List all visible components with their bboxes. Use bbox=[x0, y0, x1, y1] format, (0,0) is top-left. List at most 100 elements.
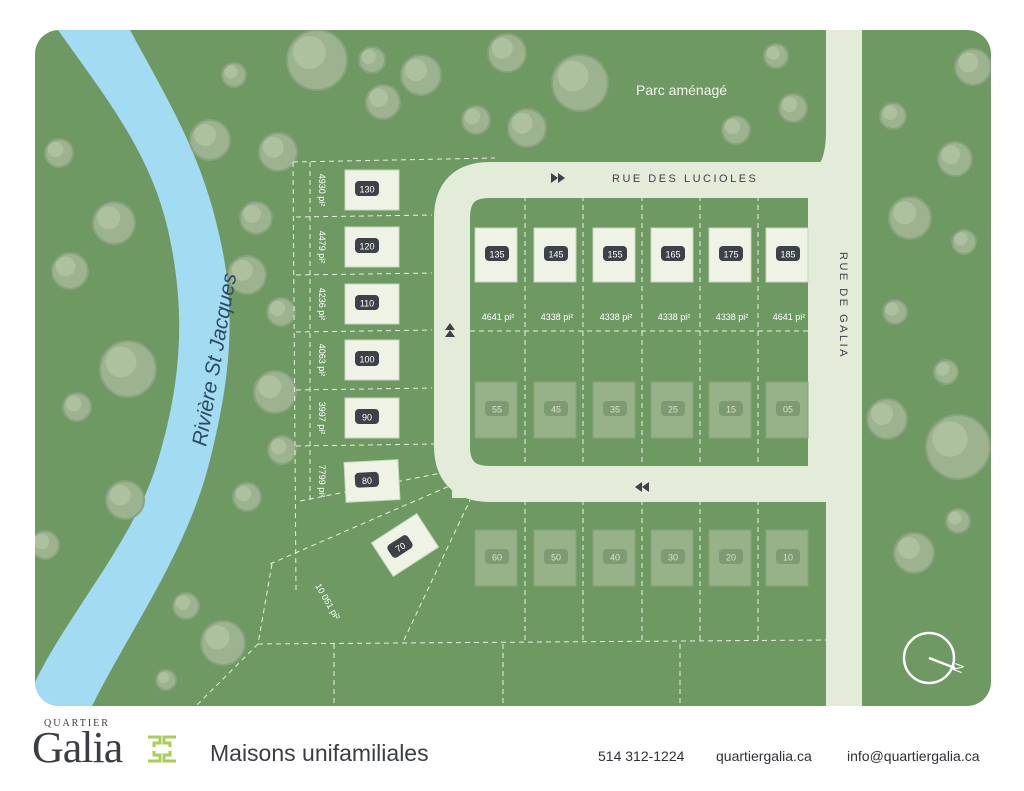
lot-25[interactable]: 25 bbox=[650, 381, 694, 439]
tree-highlight bbox=[35, 533, 50, 550]
lot-55[interactable]: 55 bbox=[474, 381, 518, 439]
lot-05[interactable]: 05 bbox=[765, 381, 809, 439]
lot-number: 175 bbox=[723, 250, 738, 260]
lot-number: 70 bbox=[394, 540, 408, 554]
lot-185[interactable]: 185 bbox=[765, 227, 809, 283]
lot-number: 25 bbox=[668, 405, 678, 415]
tree-highlight bbox=[898, 537, 920, 559]
brand-mark-icon bbox=[148, 735, 176, 763]
lot-10[interactable]: 10 bbox=[765, 529, 809, 587]
lot-number: 135 bbox=[489, 250, 504, 260]
house-footprint bbox=[533, 381, 577, 439]
tree-highlight bbox=[491, 37, 513, 59]
lot-area: 4641 pi² bbox=[773, 312, 806, 322]
rue-de-galia-road bbox=[826, 30, 862, 706]
lot-120[interactable]: 120 bbox=[344, 226, 400, 268]
lot-155[interactable]: 155 bbox=[592, 227, 636, 283]
lot-number: 100 bbox=[359, 355, 374, 365]
tree-highlight bbox=[948, 511, 962, 525]
lot-line bbox=[292, 157, 496, 163]
lot-number-tag bbox=[355, 295, 379, 310]
tree-highlight bbox=[932, 421, 968, 457]
lot-35[interactable]: 35 bbox=[592, 381, 636, 439]
lot-175[interactable]: 175 bbox=[708, 227, 752, 283]
lot-45[interactable]: 45 bbox=[533, 381, 577, 439]
lot-number: 35 bbox=[610, 405, 620, 415]
lot-number: 145 bbox=[548, 250, 563, 260]
lot-area: 7799 pi² bbox=[317, 465, 327, 498]
lot-80[interactable]: 80 bbox=[343, 459, 401, 503]
river bbox=[35, 30, 230, 706]
tree-highlight bbox=[105, 346, 137, 378]
lot-number: 15 bbox=[726, 405, 736, 415]
lot-area: 4063 pi² bbox=[317, 344, 327, 377]
lot-90[interactable]: 90 bbox=[344, 397, 400, 439]
lot-number-tag bbox=[719, 401, 743, 416]
lot-number: 110 bbox=[360, 299, 374, 309]
lot-145[interactable]: 145 bbox=[533, 227, 577, 283]
tree-highlight bbox=[205, 625, 230, 650]
trees bbox=[35, 30, 991, 691]
lot-30[interactable]: 30 bbox=[650, 529, 694, 587]
lot-50[interactable]: 50 bbox=[533, 529, 577, 587]
lot-110[interactable]: 110 bbox=[344, 283, 400, 325]
tree-highlight bbox=[194, 124, 216, 146]
tree-highlight bbox=[557, 60, 589, 92]
lot-20[interactable]: 20 bbox=[708, 529, 752, 587]
lot-area: 4236 pi² bbox=[317, 288, 327, 321]
lot-number-tag bbox=[719, 549, 743, 564]
lot-number-tag bbox=[387, 535, 413, 558]
tree-highlight bbox=[954, 232, 968, 246]
lot-number-tag bbox=[485, 549, 509, 564]
lot-number-tag bbox=[719, 246, 743, 261]
lot-130[interactable]: 130 bbox=[344, 169, 400, 211]
direction-arrow-north bbox=[445, 323, 455, 337]
lot-number: 05 bbox=[783, 405, 793, 415]
lot-line bbox=[295, 329, 433, 333]
website-link[interactable]: quartiergalia.ca bbox=[716, 748, 812, 764]
tree-highlight bbox=[47, 141, 64, 158]
houses: 130 120 110 100 90 80 70 135 145 155 165 175 185 55 45… bbox=[343, 169, 809, 587]
house-footprint bbox=[708, 381, 752, 439]
lot-number: 185 bbox=[780, 250, 795, 260]
lot-60[interactable]: 60 bbox=[474, 529, 518, 587]
lot-line bbox=[295, 387, 433, 391]
lot-135[interactable]: 135 bbox=[474, 227, 518, 283]
lot-number-tag bbox=[603, 549, 627, 564]
tree-highlight bbox=[405, 59, 427, 81]
tree-highlight bbox=[958, 52, 979, 73]
lot-number: 50 bbox=[551, 553, 561, 563]
lot-15[interactable]: 15 bbox=[708, 381, 752, 439]
lot-number-tag bbox=[355, 351, 379, 366]
inner-block bbox=[470, 198, 808, 466]
tree-highlight bbox=[231, 259, 253, 281]
lot-number: 130 bbox=[359, 185, 374, 195]
tree-highlight bbox=[109, 484, 131, 506]
lot-number-tag bbox=[355, 409, 379, 424]
lot-100[interactable]: 100 bbox=[344, 339, 400, 381]
lot-area: 4641 pi² bbox=[482, 312, 515, 322]
brand-overline: QUARTIER bbox=[44, 718, 110, 729]
tree-highlight bbox=[941, 145, 961, 165]
tree-highlight bbox=[369, 88, 389, 108]
lot-number: 80 bbox=[362, 476, 373, 487]
lot-number-tag bbox=[661, 549, 685, 564]
tree-highlight bbox=[893, 201, 917, 225]
tree-highlight bbox=[175, 595, 190, 610]
house-footprint bbox=[765, 381, 809, 439]
lot-number-tag bbox=[661, 246, 685, 261]
street-label-lucioles: RUE DES LUCIOLES bbox=[612, 173, 758, 185]
lot-area: 4338 pi² bbox=[600, 312, 633, 322]
tree-highlight bbox=[269, 300, 286, 317]
tree-highlight bbox=[781, 96, 798, 113]
lot-line bbox=[269, 483, 455, 565]
page-title: Maisons unifamiliales bbox=[210, 740, 429, 766]
tree-highlight bbox=[262, 136, 284, 158]
lot-40[interactable]: 40 bbox=[592, 529, 636, 587]
lot-165[interactable]: 165 bbox=[650, 227, 694, 283]
lot-number-tag bbox=[603, 401, 627, 416]
lot-number: 165 bbox=[665, 250, 680, 260]
email-link[interactable]: info@quartiergalia.ca bbox=[847, 748, 980, 764]
lot-70[interactable]: 70 bbox=[370, 512, 440, 578]
